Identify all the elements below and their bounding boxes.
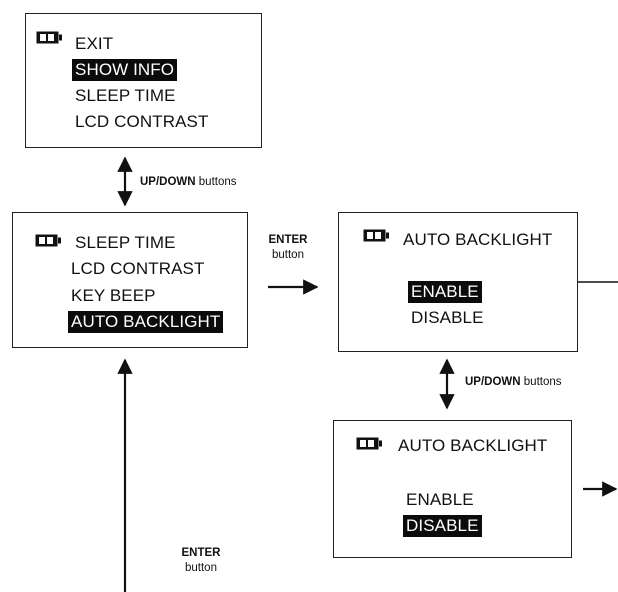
enter-caption-right: ENTER button — [262, 233, 314, 263]
enter-caption-bold: ENTER — [181, 547, 221, 559]
enter-caption-rest: button — [185, 562, 217, 574]
menu-item-exit[interactable]: EXIT — [75, 34, 114, 53]
menu-item-key-beep[interactable]: KEY BEEP — [71, 286, 156, 305]
enter-caption-rest: button — [272, 249, 304, 261]
option-enable[interactable]: ENABLE — [406, 490, 474, 509]
updown-caption-rest: buttons — [520, 376, 562, 388]
enter-caption-bold: ENTER — [268, 234, 308, 246]
lcd-screen-main-menu-scrolled: SLEEP TIME LCD CONTRAST KEY BEEP AUTO BA… — [12, 212, 248, 348]
menu-item-sleep-time[interactable]: SLEEP TIME — [75, 233, 176, 252]
lcd-screen-auto-backlight-disable: AUTO BACKLIGHT ENABLE DISABLE — [333, 420, 572, 558]
lcd-screen-auto-backlight-enable: AUTO BACKLIGHT ENABLE DISABLE — [338, 212, 578, 352]
menu-item-lcd-contrast[interactable]: LCD CONTRAST — [75, 112, 209, 131]
menu-item-auto-backlight-selected[interactable]: AUTO BACKLIGHT — [68, 311, 224, 333]
battery-icon — [36, 31, 62, 44]
menu-item-sleep-time[interactable]: SLEEP TIME — [75, 86, 176, 105]
screen-title: AUTO BACKLIGHT — [398, 436, 548, 455]
menu-item-show-info-selected[interactable]: SHOW INFO — [72, 59, 178, 81]
battery-icon — [35, 234, 61, 247]
updown-caption-rest: buttons — [195, 176, 237, 188]
screen-title: AUTO BACKLIGHT — [403, 230, 553, 249]
option-disable-selected[interactable]: DISABLE — [403, 515, 482, 537]
option-disable[interactable]: DISABLE — [411, 308, 484, 327]
battery-icon — [356, 437, 382, 450]
updown-caption-2: UP/DOWN buttons — [465, 375, 562, 390]
battery-icon — [363, 229, 389, 242]
menu-item-lcd-contrast[interactable]: LCD CONTRAST — [71, 259, 205, 278]
updown-caption-1: UP/DOWN buttons — [140, 175, 237, 190]
option-enable-selected[interactable]: ENABLE — [408, 281, 482, 303]
updown-caption-bold: UP/DOWN — [465, 376, 521, 388]
updown-caption-bold: UP/DOWN — [140, 176, 196, 188]
lcd-screen-main-menu-top: EXIT SHOW INFO SLEEP TIME LCD CONTRAST — [25, 13, 262, 148]
enter-caption-bottom: ENTER button — [175, 546, 227, 576]
